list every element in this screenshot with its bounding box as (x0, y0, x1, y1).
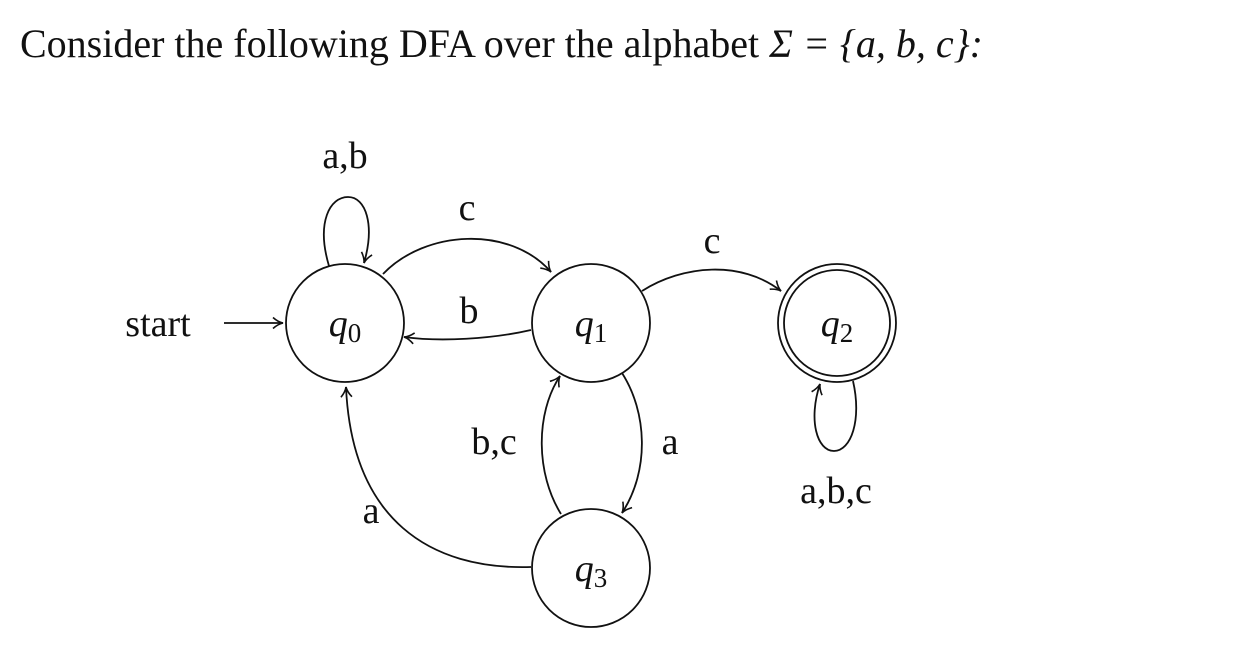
question-prompt: Consider the following DFA over the alph… (20, 14, 983, 74)
edge-q3-q1 (540, 375, 562, 515)
state-q1-label: q1 (575, 303, 608, 348)
state-q2-label: q2 (821, 303, 854, 348)
alphabet-math: Σ = {a, b, c}: (769, 21, 983, 66)
state-q1-circle (531, 263, 651, 383)
state-q0-label: q0 (329, 303, 362, 348)
state-q2: q2 (777, 263, 897, 383)
state-q2-accept-ring (783, 269, 891, 377)
edge-q3-q0 (340, 386, 532, 568)
edge-label-q1-q0: b (460, 290, 479, 332)
state-q3-circle (531, 508, 651, 628)
edge-label-q0-q1: c (459, 187, 476, 229)
edge-label-q0-q0: a,b (322, 135, 367, 177)
state-q0: q0 (285, 263, 405, 383)
state-q3: q3 (531, 508, 651, 628)
state-q0-circle (285, 263, 405, 383)
edge-label-q2-q2: a,b,c (800, 470, 872, 512)
edge-q2-q2 (811, 380, 858, 452)
edge-label-q3-q0: a (363, 490, 380, 532)
start-label: start (125, 303, 191, 345)
edge-q0-q0 (323, 196, 373, 267)
edge-q1-q0 (403, 329, 532, 345)
edge-label-q3-q1: b,c (471, 421, 516, 463)
edge-q0-q1 (382, 237, 552, 275)
edge-q1-q2 (641, 268, 782, 292)
edge-q1-q3 (621, 372, 643, 514)
edge-label-q1-q3: a (662, 421, 679, 463)
state-q3-label: q3 (575, 548, 608, 593)
edge-label-q1-q2: c (704, 220, 721, 262)
prompt-text: Consider the following DFA over the alph… (20, 21, 760, 66)
state-q1: q1 (531, 263, 651, 383)
